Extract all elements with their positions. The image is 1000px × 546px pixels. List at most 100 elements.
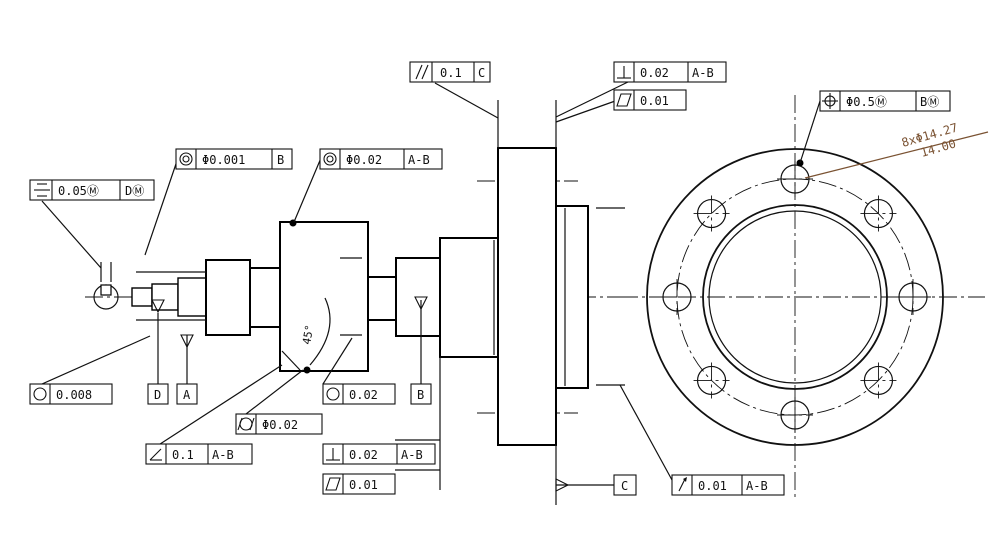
shaft-hub [439,237,499,358]
leader-cyl [245,369,304,415]
fcf-perp-top-datum: A-B [692,66,714,80]
flatness-icon [616,93,632,107]
fcf-symmetry: 0.05Ⓜ DⓂ [29,179,155,201]
chamfer-angle-arc [309,297,331,366]
parallelism-icon [415,64,429,80]
fcf-perp-top: 0.02 A-B [613,61,727,83]
shaft-segment-1 [151,283,179,311]
datum-a-label: A [183,388,191,402]
fcf-perp-bot-tol: 0.02 [349,448,378,462]
fcf-conc2-datum: A-B [408,153,430,167]
chamfer-line [281,350,301,371]
flange-bore-inner-circle [708,210,882,384]
fcf-position-datum: BⓂ [920,95,939,109]
datum-b-triangle [414,296,428,311]
fcf-circ1-tol: 0.008 [56,388,92,402]
leader-flat-top [555,99,619,123]
body-tolerance-dot-bottom [303,366,311,374]
fcf-parallel: 0.1 C [409,61,491,83]
fcf-symmetry-tol: 0.05Ⓜ [58,184,99,198]
fcf-runout: 0.01 A-B [671,474,785,496]
perpendicularity-icon [326,448,340,461]
datum-d-label: D [154,388,161,402]
shaft-main-body [279,221,369,372]
datum-a-triangle [180,334,194,349]
fcf-conc1: Φ0.001 B [175,148,293,170]
datum-triangles [151,296,570,492]
fcf-position-tol: Φ0.5Ⓜ [846,95,887,109]
fcf-runout-tol: 0.01 [698,479,727,493]
shaft-side-view: 45° [131,147,589,446]
fcf-circ2-tol: 0.02 [349,388,378,402]
concentricity-icon [323,152,337,166]
leader-perp-top [555,80,631,118]
keyway-slot [100,284,112,296]
fcf-parallel-tol: 0.1 [440,66,462,80]
datum-a-box: A [176,383,198,405]
circularity-icon [326,387,340,401]
fcf-perp-bot-datum: A-B [401,448,423,462]
perpendicularity-icon [617,66,631,79]
keyway-tip [131,287,153,307]
fcf-flat-bot: 0.01 [322,473,396,495]
flange-boss [555,205,589,389]
circularity-icon [33,387,47,401]
fcf-position: Φ0.5Ⓜ BⓂ [819,90,951,112]
fcf-conc1-datum: B [277,153,284,167]
keyway-end-view [93,262,119,310]
shaft-segment-2 [177,277,207,317]
leader-position [799,100,821,164]
fcf-cyl-tol: Φ0.02 [262,418,298,432]
symmetry-icon [34,183,50,197]
chamfer-angle-label: 45° [300,324,316,346]
datum-d-triangle [151,299,165,314]
fcf-flat-top-tol: 0.01 [640,94,669,108]
fcf-parallel-datum: C [478,66,485,80]
fcf-runout-datum: A-B [746,479,768,493]
fcf-circ2: 0.02 [322,383,396,405]
leader-conc1 [144,157,179,256]
leader-circ1 [41,335,151,385]
leader-ang [156,364,283,447]
shaft-segment-3 [205,259,251,336]
flange-body [497,147,557,446]
fcf-ang-datum: A-B [212,448,234,462]
fcf-perp-bot: 0.02 A-B [322,443,436,465]
fcf-flat-top: 0.01 [613,89,687,111]
cylindricity-icon [237,417,255,431]
angularity-icon [149,448,162,461]
fcf-ang-tol: 0.1 [172,448,194,462]
circular-runout-icon [678,477,687,492]
flange-outer-circle [646,148,944,446]
fcf-conc2: Φ0.02 A-B [319,148,443,170]
datum-c-label: C [621,479,628,493]
fcf-ang: 0.1 A-B [145,443,253,465]
shaft-segment-4 [249,267,281,328]
shaft-neck [367,276,397,321]
fcf-conc1-tol: Φ0.001 [202,153,245,167]
fcf-perp-top-tol: 0.02 [640,66,669,80]
body-tolerance-dot-top [289,219,297,227]
datum-c-box: C [613,474,637,496]
fcf-conc2-tol: Φ0.02 [346,153,382,167]
leader-conc2 [293,157,322,223]
flatness-icon [325,477,341,491]
leader-parallel [434,82,499,119]
leader-runout [619,384,673,481]
datum-d-box: D [147,383,169,405]
fcf-circ1: 0.008 [29,383,113,405]
datum-b-label: B [417,388,424,402]
concentricity-icon [179,152,193,166]
fcf-flat-bot-tol: 0.01 [349,478,378,492]
leader-hole-callout [804,131,989,179]
fcf-cyl: Φ0.02 [235,413,323,435]
leader-circ2 [322,337,353,385]
datum-c-triangle [555,478,570,492]
position-icon [822,93,838,109]
leader-lines [41,80,989,505]
flange-end-view [646,148,944,446]
leader-symmetry [41,200,102,269]
datum-b-box: B [410,383,432,405]
flange-bore-outer-circle [702,204,888,390]
